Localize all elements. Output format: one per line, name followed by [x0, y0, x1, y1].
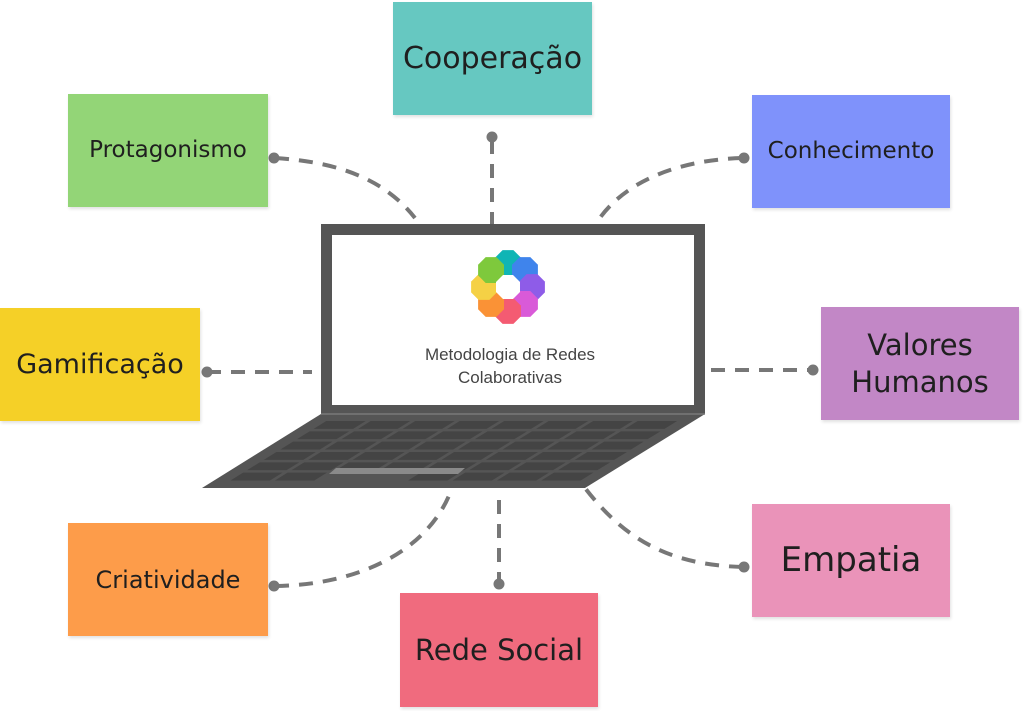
keyboard-key [496, 472, 549, 481]
keyboard-key [452, 472, 505, 481]
keyboard-key [230, 472, 283, 481]
center-title-line2: Colaborativas [458, 368, 562, 387]
connector-dot-protagonismo [268, 152, 280, 164]
node-label: Protagonismo [89, 137, 247, 164]
keyboard-key [413, 441, 466, 450]
logo-icon [471, 250, 545, 324]
keyboard-key [280, 441, 333, 450]
connector-dot-valores-humanos [807, 364, 819, 376]
keyboard-key [458, 441, 511, 450]
connector-criatividade [274, 487, 454, 588]
keyboard-key [408, 472, 461, 481]
keyboard-key [341, 431, 394, 440]
keyboard-key [474, 431, 527, 440]
connector-protagonismo [274, 156, 417, 220]
node-label: Empatia [780, 540, 922, 581]
node-label: Criatividade [95, 565, 241, 594]
node-conhecimento: Conhecimento [752, 95, 950, 208]
keyboard-key [447, 421, 500, 429]
keyboard-key [291, 462, 344, 471]
keyboard-key [530, 452, 583, 460]
node-label: Rede Social [414, 632, 584, 667]
connector-dot-cooperacao [486, 131, 498, 143]
keyboard-key [352, 452, 405, 460]
keyboard-key [430, 431, 483, 440]
keyboard-key [547, 441, 600, 450]
keyboard-key [469, 462, 522, 471]
node-label-line2: Humanos [851, 364, 989, 399]
center-title: Metodologia de Redes Colaborativas [330, 343, 690, 389]
connector-dot-rede-social [493, 578, 505, 590]
keyboard-key [274, 472, 327, 481]
connector-dot-empatia [738, 561, 750, 573]
keyboard-key [541, 472, 594, 481]
keyboard-key [358, 421, 411, 429]
node-label: Cooperação [402, 40, 583, 76]
keyboard-key [313, 421, 366, 429]
laptop-trackpad [329, 468, 465, 474]
node-protagonismo: Protagonismo [68, 94, 268, 207]
keyboard-key [563, 431, 616, 440]
keyboard-key [491, 421, 544, 429]
node-gamificacao: Gamificação [0, 308, 200, 421]
keyboard-key [402, 421, 455, 429]
connector-empatia [583, 486, 744, 569]
node-label: Conhecimento [767, 138, 935, 165]
keyboard-key [536, 421, 589, 429]
node-empatia: Empatia [752, 504, 950, 617]
keyboard-key [519, 431, 572, 440]
node-label: Gamificação [16, 348, 184, 380]
keyboard-key [308, 452, 361, 460]
connector-dot-conhecimento [738, 152, 750, 164]
keyboard-key [513, 462, 566, 471]
connector-dot-criatividade [268, 580, 280, 592]
keyboard-key [247, 462, 300, 471]
node-cooperacao: Cooperação [393, 2, 592, 115]
keyboard-key [502, 441, 555, 450]
keyboard-key [580, 421, 633, 429]
keyboard-key [297, 431, 350, 440]
keyboard-key [324, 441, 377, 450]
node-rede-social: Rede Social [400, 593, 598, 707]
connector-dot-gamificacao [201, 366, 213, 378]
logo-center [496, 275, 520, 299]
node-valores-humanos: Valores Humanos [821, 307, 1019, 420]
logo-petal [478, 257, 504, 283]
keyboard-key [441, 452, 494, 460]
keyboard-key [485, 452, 539, 460]
keyboard-key [558, 462, 611, 471]
keyboard-key [385, 431, 439, 440]
keyboard-key [591, 441, 644, 450]
keyboard-key [608, 431, 661, 440]
node-criatividade: Criatividade [68, 523, 268, 636]
keyboard-key [574, 452, 627, 460]
node-label-line1: Valores [867, 328, 973, 363]
keyboard-key [263, 452, 316, 460]
keyboard-key [397, 452, 450, 460]
laptop-keyboard [230, 421, 678, 481]
keyboard-key [369, 441, 422, 450]
connector-conhecimento [595, 156, 743, 224]
center-title-line1: Metodologia de Redes [424, 345, 596, 364]
keyboard-key [624, 421, 678, 429]
